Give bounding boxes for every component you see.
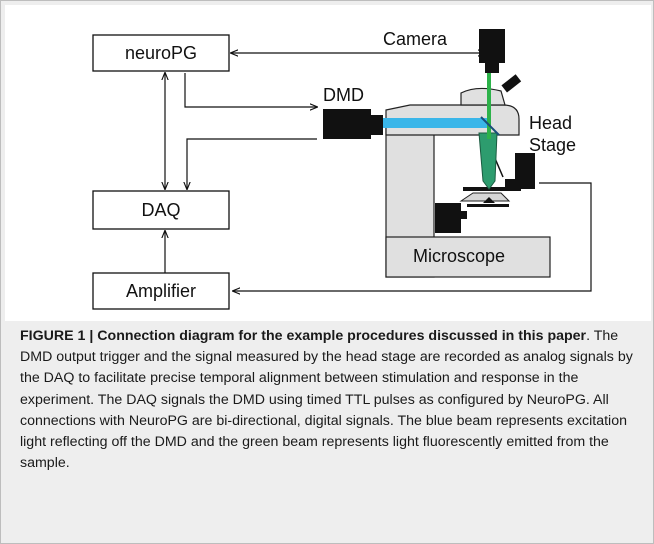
dichroic-mirror (480, 116, 500, 136)
focus-knob (435, 203, 461, 233)
microscope-base (385, 236, 551, 278)
neuropg-dmd-connection (184, 73, 317, 107)
caption-title: FIGURE 1 | Connection diagram for the ex… (20, 328, 587, 344)
dmd-device (323, 109, 383, 139)
head-stage-clamp (505, 179, 535, 189)
condenser (483, 197, 495, 203)
camera-label: Camera (383, 29, 448, 49)
dmd-label: DMD (323, 85, 364, 105)
focus-knob-shaft (461, 211, 467, 219)
amplifier-box: Amplifier (92, 272, 230, 310)
emission-beam (487, 73, 491, 139)
daq-box: DAQ (92, 190, 230, 230)
head-stage-label-line1: Head (529, 113, 572, 133)
microscope-label: Microscope (413, 246, 505, 266)
objective (478, 132, 498, 190)
microscope-head (460, 87, 506, 106)
figure-caption: FIGURE 1 | Connection diagram for the ex… (20, 326, 638, 474)
head-stage-label-line2: Stage (529, 135, 576, 155)
daq-label: DAQ (141, 200, 180, 220)
dmd-daq-connection (187, 138, 317, 189)
stage-plate (463, 187, 521, 191)
microscope-illustration (385, 74, 551, 278)
neuropg-box: neuroPG (92, 34, 230, 72)
condenser-base (467, 204, 509, 207)
amplifier-label: Amplifier (126, 281, 196, 301)
head-stage-block (515, 153, 535, 179)
connection-diagram: neuroPG DAQ Amplifier (5, 5, 651, 321)
excitation-beam (383, 118, 491, 128)
eyepiece (501, 74, 522, 93)
neuropg-label: neuroPG (125, 43, 197, 63)
headstage-amplifier-connection (233, 182, 592, 291)
camera (479, 29, 505, 73)
caption-body: . The DMD output trigger and the signal … (20, 328, 633, 472)
